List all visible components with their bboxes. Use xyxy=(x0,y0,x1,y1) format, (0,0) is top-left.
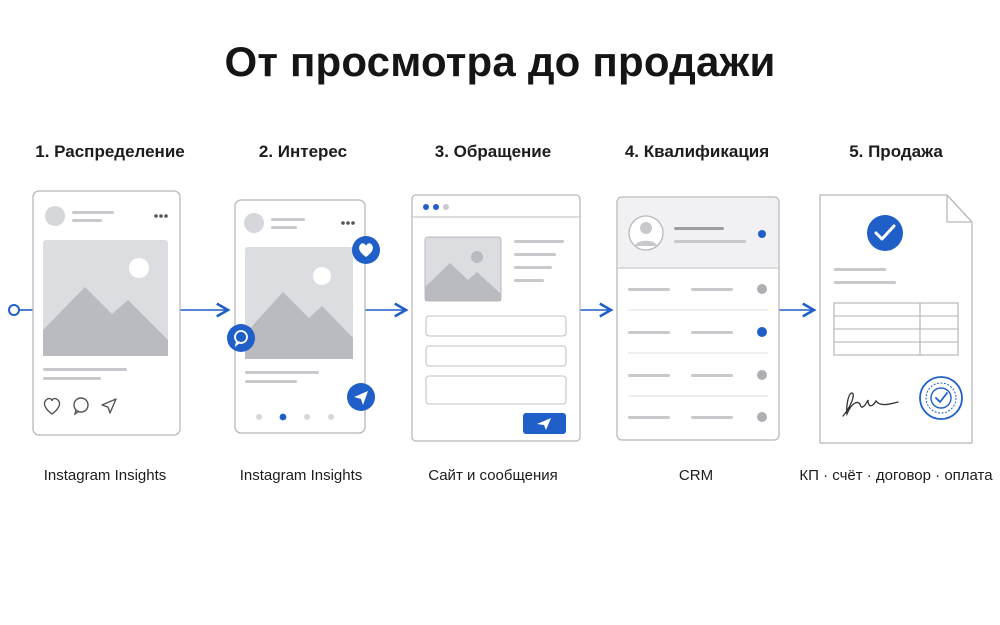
more-icon xyxy=(341,221,355,225)
step-4-caption: CRM xyxy=(678,467,714,484)
form-input-contact xyxy=(425,345,567,367)
send-button-icon xyxy=(523,413,566,434)
form-input-name xyxy=(425,315,567,337)
carousel-dots xyxy=(256,413,334,421)
step-5-title: 5. Продажа xyxy=(849,142,943,161)
crm-row xyxy=(628,412,767,422)
image-placeholder-icon xyxy=(245,247,353,359)
window-dot xyxy=(443,204,449,210)
avatar xyxy=(244,213,264,233)
crm-card xyxy=(616,196,780,441)
form-input-message xyxy=(425,375,567,405)
step-5-caption: КП · счёт · договор · оплата xyxy=(799,467,993,484)
comment-badge-icon xyxy=(227,324,255,352)
check-badge-icon xyxy=(867,215,903,251)
step-3-title: 3. Обращение xyxy=(434,142,552,161)
more-icon xyxy=(154,214,168,218)
website-form-card xyxy=(411,194,581,442)
step-3-caption: Сайт и сообщения xyxy=(428,467,558,484)
share-badge-icon xyxy=(347,383,375,411)
window-dot xyxy=(433,204,439,210)
contract-document-card xyxy=(819,194,973,444)
crm-row xyxy=(628,327,768,354)
seal-stamp-icon xyxy=(919,376,963,420)
window-dot xyxy=(423,204,429,210)
signature-icon xyxy=(842,392,899,417)
step-1-caption: Instagram Insights xyxy=(43,467,167,484)
step-4-title: 4. Квалификация xyxy=(624,142,770,161)
image-placeholder-icon xyxy=(43,240,168,356)
send-icon xyxy=(101,398,117,414)
crm-row xyxy=(628,370,768,397)
image-placeholder-icon xyxy=(424,236,502,302)
diagram-title: От просмотра до продажи xyxy=(224,38,776,85)
contact-avatar-icon xyxy=(628,215,664,251)
step-2-caption: Instagram Insights xyxy=(239,467,363,484)
flow-start-node xyxy=(8,304,33,316)
comment-icon xyxy=(73,397,89,416)
crm-row xyxy=(628,284,768,311)
invoice-table xyxy=(833,302,959,356)
story-card xyxy=(227,199,380,434)
heart-icon xyxy=(43,397,61,415)
step-1-title: 1. Распределение xyxy=(35,142,185,161)
post-card xyxy=(32,190,181,436)
like-badge-icon xyxy=(352,236,380,264)
avatar xyxy=(45,206,65,226)
status-dot xyxy=(758,230,766,238)
step-2-title: 2. Интерес xyxy=(258,142,348,161)
